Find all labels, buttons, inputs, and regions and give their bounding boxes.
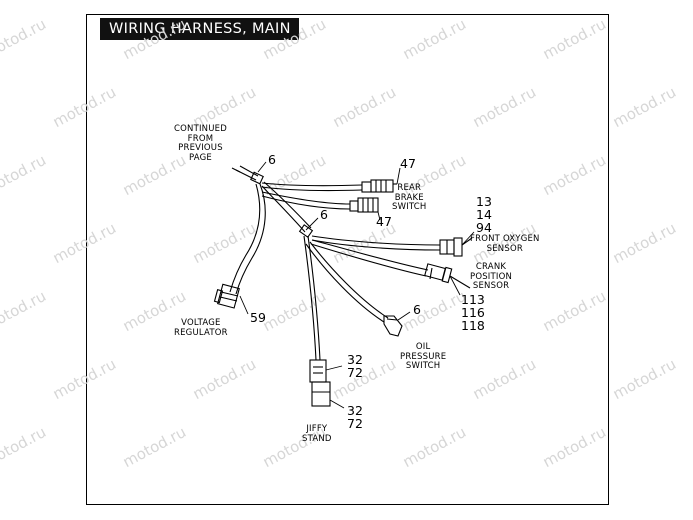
page-title: WIRING HARNESS, MAIN — [100, 18, 299, 40]
label-continued-from-previous-page: CONTINUED FROM PREVIOUS PAGE — [174, 124, 227, 163]
jiffy-stand-connector — [309, 359, 331, 407]
callout-jiffy-stand-lower: 32 72 — [347, 403, 363, 431]
diagram-frame — [86, 14, 609, 505]
jiffy-stand-branch — [303, 235, 321, 361]
harness-clip-top — [250, 171, 264, 185]
oil-pressure-branch — [305, 241, 389, 323]
leader-lines — [239, 161, 475, 409]
front-oxygen-branch — [311, 235, 441, 251]
crank-position-branch — [310, 239, 429, 277]
callout-rear-brake-lower: 47 — [376, 214, 392, 229]
voltage-regulator-branch — [229, 183, 266, 295]
front-oxygen-connector — [439, 237, 473, 257]
incoming-wire — [231, 165, 259, 181]
label-front-oxygen-sensor: FRONT OXYGEN SENSOR — [470, 234, 540, 254]
main-trunk — [261, 181, 312, 233]
label-voltage-regulator: VOLTAGE REGULATOR — [174, 318, 228, 338]
callout-clip-mid: 6 — [320, 207, 328, 222]
callout-voltage-regulator: 59 — [250, 310, 266, 325]
callout-clip-top: 6 — [268, 152, 276, 167]
crank-position-connector — [424, 263, 471, 289]
label-crank-position-sensor: CRANK POSITION SENSOR — [470, 262, 513, 291]
label-oil-pressure-switch: OIL PRESSURE SWITCH — [400, 342, 447, 371]
label-jiffy-stand: JIFFY STAND — [302, 424, 332, 444]
rear-brake-connector-upper — [361, 179, 397, 193]
voltage-regulator-connector — [213, 283, 240, 309]
rear-brake-branch — [261, 182, 363, 210]
rear-brake-connector-lower — [349, 197, 379, 213]
label-rear-brake-switch: REAR BRAKE SWITCH — [392, 183, 427, 212]
callout-front-oxygen: 13 14 94 — [476, 194, 492, 235]
callout-crank-position: 113 116 118 — [461, 292, 485, 333]
callout-jiffy-stand-upper: 32 72 — [347, 352, 363, 380]
callout-rear-brake-upper: 47 — [400, 156, 416, 171]
callout-oil-pressure: 6 — [413, 302, 421, 317]
oil-pressure-connector — [383, 315, 403, 337]
